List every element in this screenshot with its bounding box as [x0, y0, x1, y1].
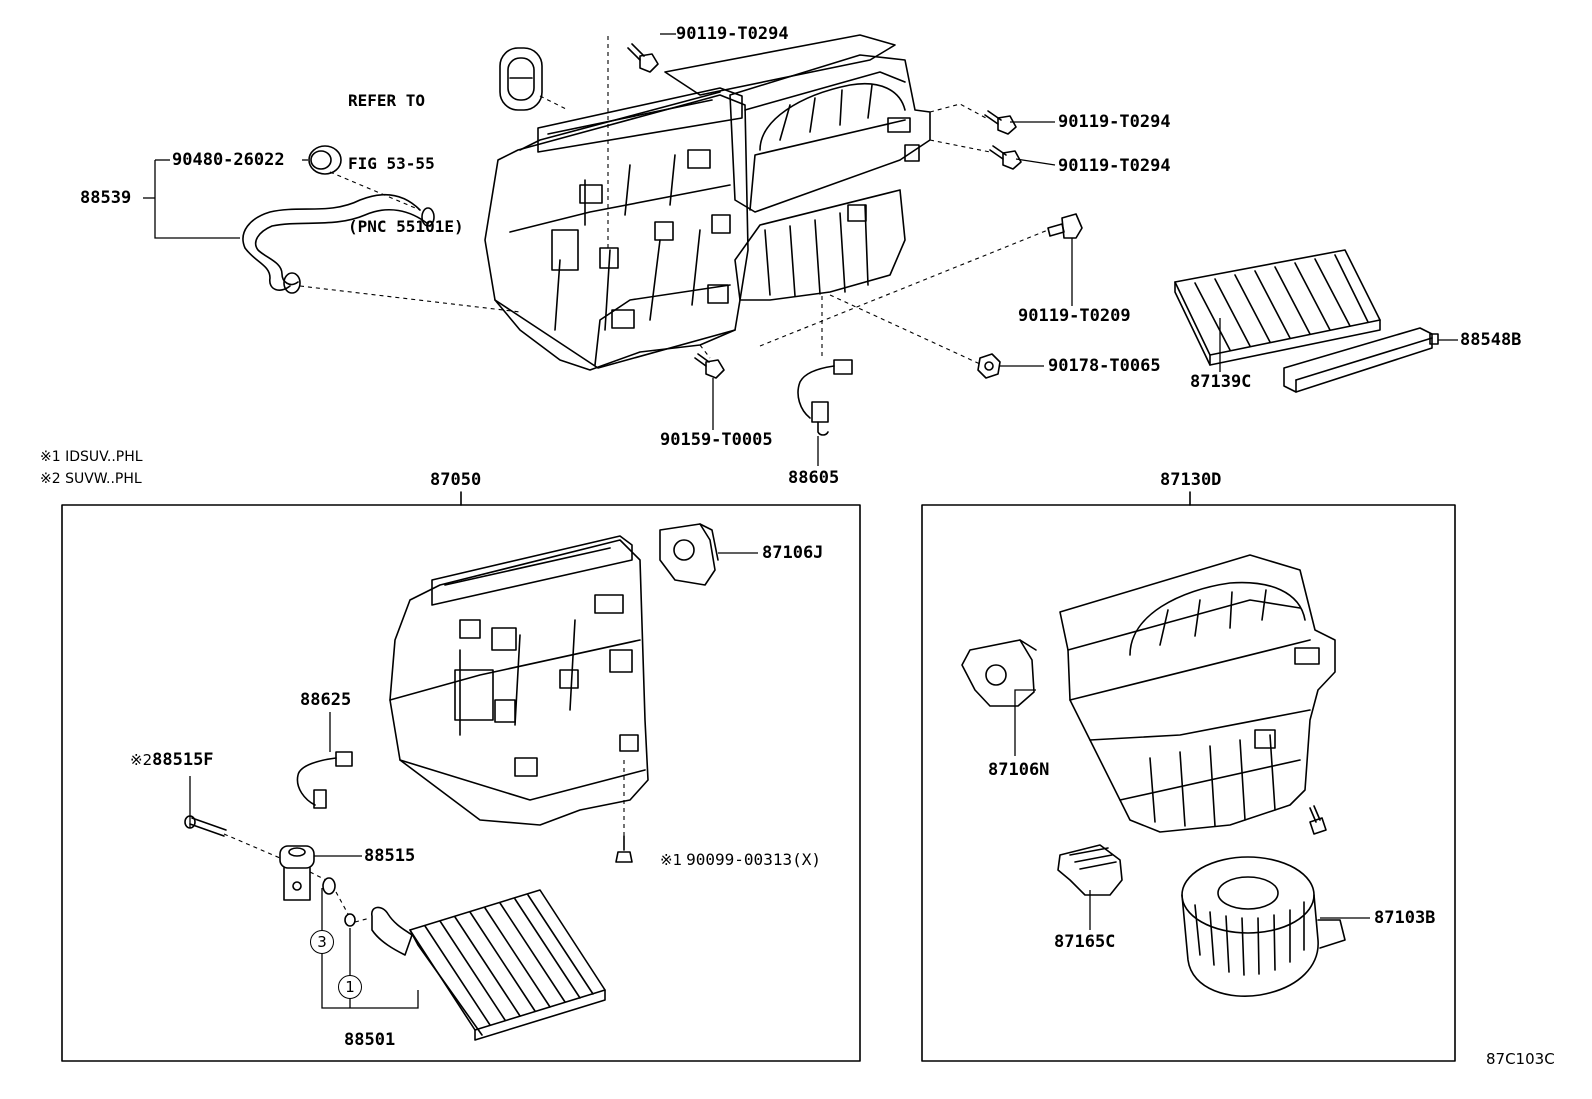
- diagram-code: 87C103C: [1486, 1050, 1555, 1068]
- servo-motor-n-part: [961, 639, 1037, 707]
- thermistor-part: [296, 751, 353, 809]
- expansion-valve-part: [279, 845, 315, 901]
- refer-note-line3: (PNC 55101E): [348, 217, 464, 236]
- label-bolt-f: 88515F: [152, 750, 214, 770]
- label-bolt-f-group: ※288515F: [130, 750, 214, 770]
- label-sensor: 88605: [788, 468, 840, 488]
- callout-1: 1: [338, 975, 362, 999]
- cabin-filter-part: [1174, 249, 1381, 366]
- bolt-right-1-part: [984, 110, 1017, 135]
- refer-note-line2: FIG 53-55: [348, 154, 435, 173]
- bolt-f-part: [184, 815, 227, 837]
- label-blower-motor: 87103B: [1374, 908, 1436, 928]
- label-bolt-bottom: 90159-T0005: [660, 430, 773, 450]
- refer-note-line1: REFER TO: [348, 91, 426, 110]
- label-grommet: 90480-26022: [172, 150, 285, 170]
- screw-right-box-part: [1309, 805, 1327, 835]
- right-box-frame: [921, 504, 1456, 1062]
- dashed-lines: [223, 36, 1049, 923]
- label-bolt-top: 90119-T0294: [676, 24, 789, 44]
- grommet-part: [308, 145, 342, 175]
- label-filter: 87139C: [1190, 372, 1252, 392]
- note-2: ※2 SUVW..PHL: [40, 471, 142, 487]
- note-1: ※1 IDSUV..PHL: [40, 449, 143, 465]
- label-bolt-f-note: ※2: [130, 751, 153, 769]
- label-resistor: 87165C: [1054, 932, 1116, 952]
- label-hose-assy: 88539: [80, 188, 132, 208]
- right-box-title: 87130D: [1160, 470, 1222, 490]
- screw-x-part: [615, 835, 633, 863]
- callout-3: 3: [310, 930, 334, 954]
- bolt-bottom-part: [694, 353, 725, 379]
- bolt-top-part: [627, 43, 659, 73]
- label-nut: 90178-T0065: [1048, 356, 1161, 376]
- screw-right-part: [1047, 213, 1083, 239]
- refer-note: REFER TO FIG 53-55 (PNC 55101E): [348, 48, 464, 258]
- label-screw-right: 90119-T0209: [1018, 306, 1131, 326]
- label-thermistor: 88625: [300, 690, 352, 710]
- gasket-part: [499, 47, 543, 111]
- blower-motor-part: [1181, 856, 1346, 997]
- nut-part: [977, 353, 1001, 379]
- label-exp-valve: 88515: [364, 846, 416, 866]
- label-evaporator: 88501: [344, 1030, 396, 1050]
- sensor-part: [797, 359, 853, 436]
- servo-motor-j-part: [659, 523, 719, 586]
- left-box-title: 87050: [430, 470, 482, 490]
- label-servo-n: 87106N: [988, 760, 1050, 780]
- label-bolt-right-2: 90119-T0294: [1058, 156, 1171, 176]
- drain-hose-part: [242, 194, 435, 294]
- label-screw-note: ※1: [660, 851, 683, 869]
- evaporator-part: [371, 889, 606, 1041]
- hvac-case-part: [389, 535, 649, 826]
- label-filter-cover: 88548B: [1460, 330, 1522, 350]
- hvac-unit-assembly-upper: [484, 34, 931, 371]
- blower-unit-part: [1059, 554, 1336, 833]
- label-bolt-right-1: 90119-T0294: [1058, 112, 1171, 132]
- o-ring-1-part: [344, 913, 356, 927]
- left-box-frame: [61, 504, 861, 1062]
- bolt-right-2-part: [989, 145, 1022, 170]
- resistor-part: [1057, 844, 1123, 896]
- label-screw-group: ※1 90099-00313(X): [660, 850, 821, 870]
- label-servo-j: 87106J: [762, 543, 824, 563]
- filter-cover-part: [1283, 327, 1439, 393]
- label-screw: 90099-00313(X): [686, 850, 821, 869]
- o-ring-3-part: [322, 877, 336, 895]
